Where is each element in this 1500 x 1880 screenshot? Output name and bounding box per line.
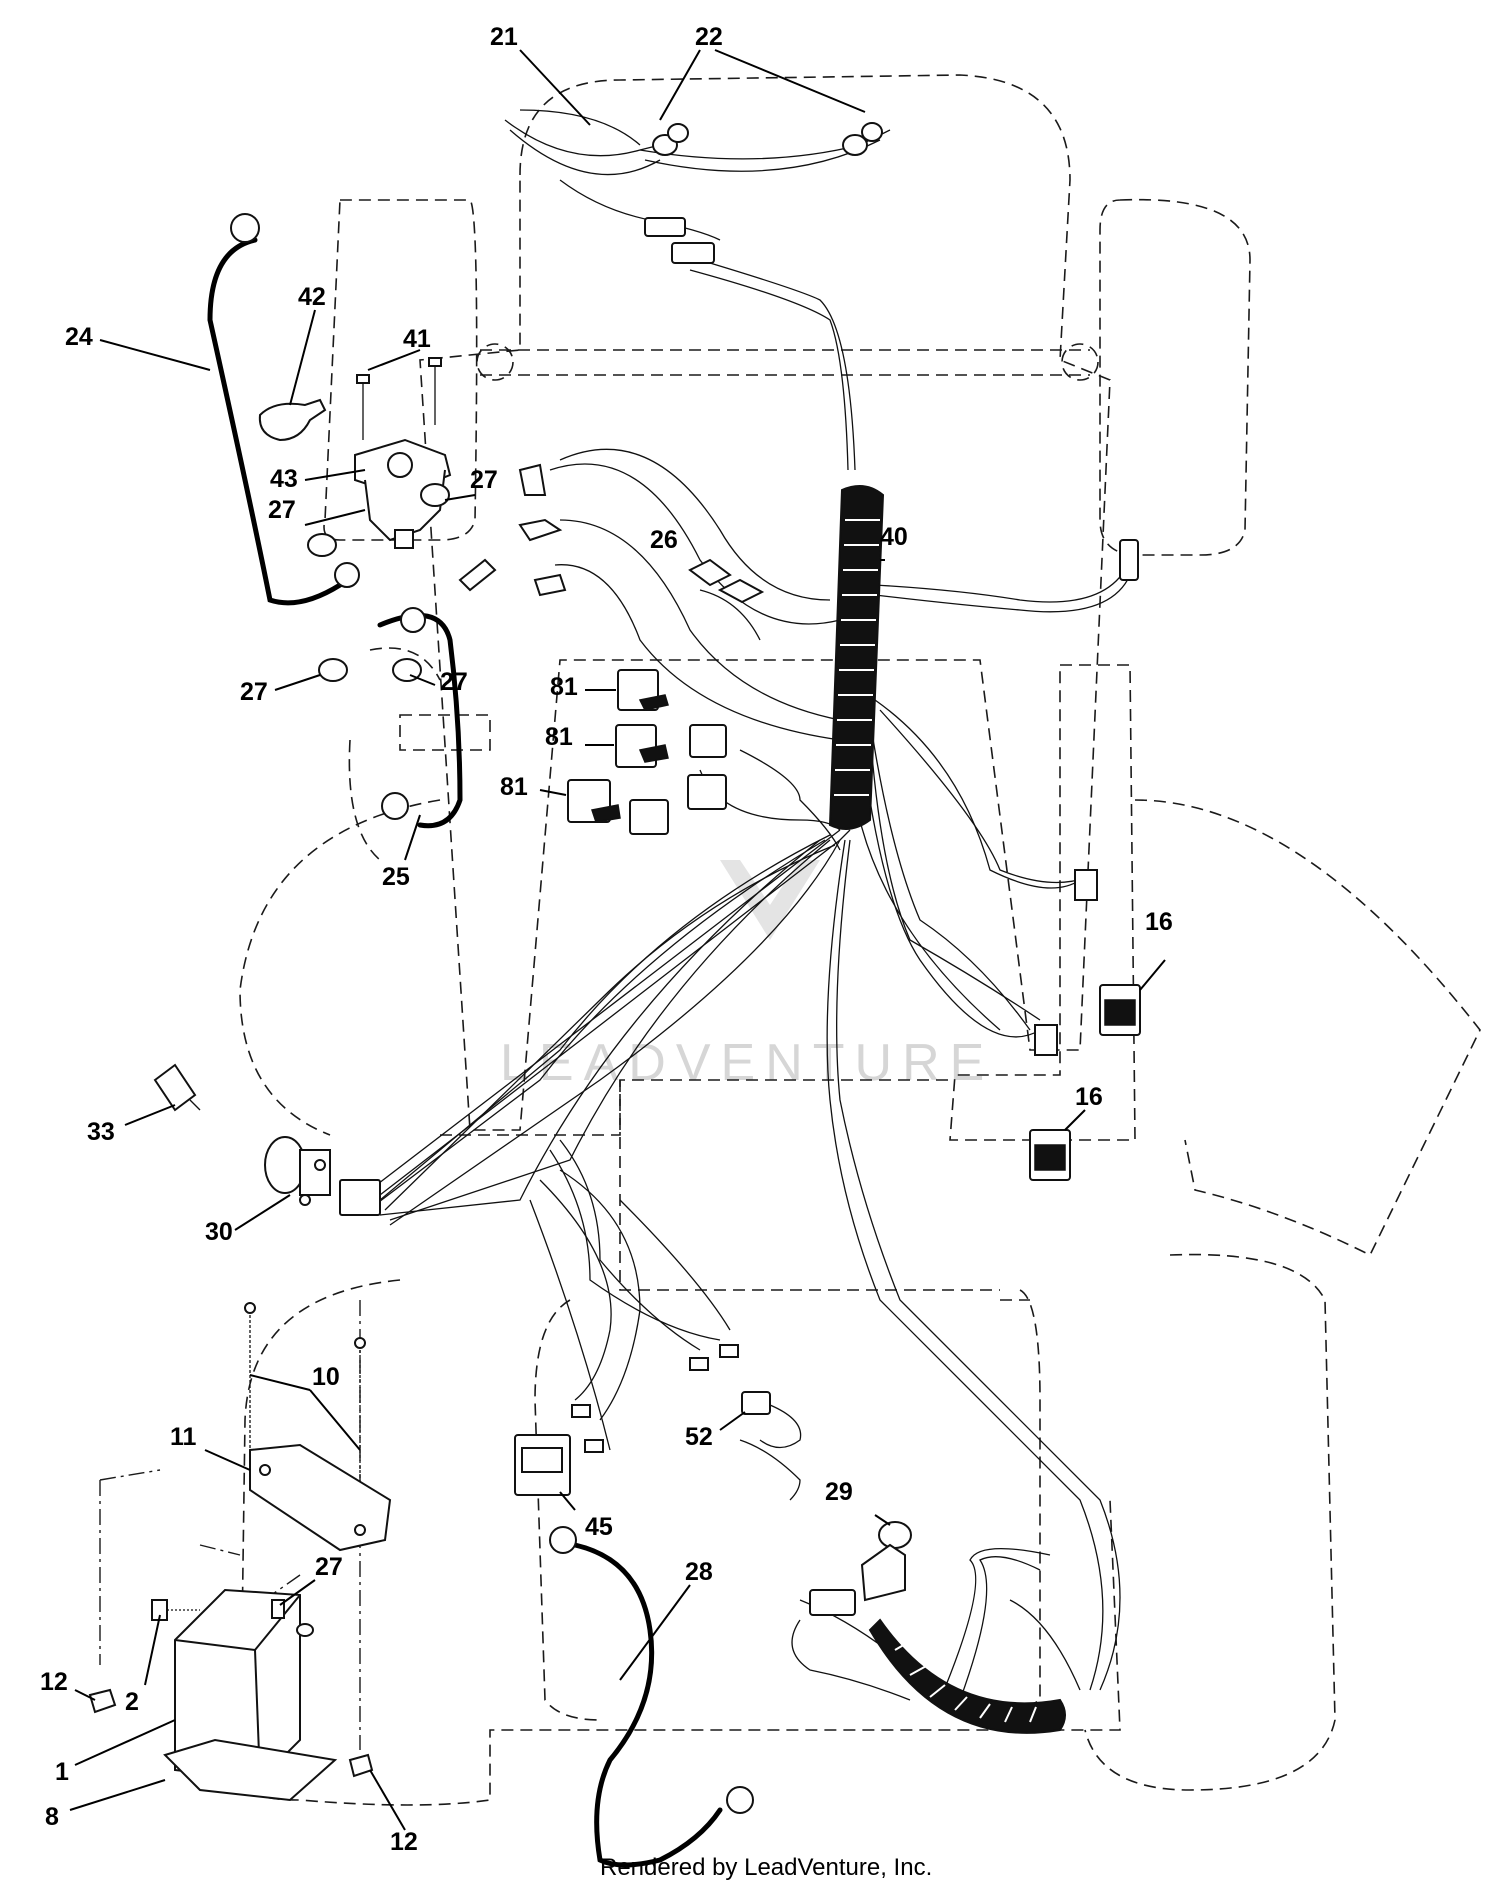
callout-label: 11	[170, 1423, 197, 1451]
battery-cable-24	[207, 213, 360, 606]
terminal-boot-42	[258, 398, 327, 442]
callout-label: 12	[390, 1828, 418, 1856]
callout-label: 8	[45, 1803, 59, 1831]
bolt-41-left	[356, 374, 370, 440]
battery-1	[174, 1588, 314, 1782]
callout-label: 52	[685, 1423, 713, 1451]
callout-label: 42	[298, 283, 326, 311]
main-harness	[369, 448, 1131, 1701]
relay-81-middle	[615, 724, 669, 768]
fuse-52	[741, 1391, 802, 1449]
callout-label: 27	[268, 496, 296, 524]
battery-cable-25	[377, 607, 463, 829]
loose-terminals	[571, 1344, 739, 1453]
watermark: LEADVENTURE	[500, 860, 994, 1092]
callout-label: 24	[65, 323, 93, 351]
clips-12	[88, 1688, 374, 1778]
connector-26	[688, 558, 765, 604]
callout-label: 27	[470, 466, 498, 494]
footer-credit: Rendered by LeadVenture, Inc.	[600, 1854, 932, 1880]
callout-label: 27	[240, 678, 268, 706]
bolt-41-right	[428, 357, 442, 425]
callout-label: 26	[650, 526, 678, 554]
battery-cable-28	[549, 1526, 754, 1868]
wire-conduit-coil-lower	[868, 1618, 1066, 1734]
callout-label: 30	[205, 1218, 233, 1246]
starter-solenoid	[354, 438, 452, 549]
callout-label: 21	[490, 23, 518, 51]
headlight-bulb-left	[652, 123, 689, 156]
callout-label: 40	[880, 523, 908, 551]
callout-label: 28	[685, 1558, 713, 1586]
callout-label: 12	[40, 1668, 68, 1696]
callout-label: 1	[55, 1758, 69, 1786]
relay-sockets	[629, 724, 727, 835]
pto-connector	[809, 1589, 856, 1616]
relay-81-top	[617, 669, 669, 711]
battery-bracket-11	[249, 1443, 392, 1552]
switch-16-upper	[1099, 984, 1141, 1036]
callout-label: 81	[545, 723, 573, 751]
wire-conduit-coil	[828, 485, 885, 830]
seat-switch-connector	[1119, 539, 1139, 581]
callout-label: 16	[1075, 1083, 1103, 1111]
hold-down-rods-10	[244, 1302, 366, 1490]
callout-label: 27	[315, 1553, 343, 1581]
ignition-switch	[264, 1136, 381, 1216]
headlight-harness	[504, 109, 891, 471]
watermark-text: LEADVENTURE	[500, 1034, 994, 1092]
callout-label: 25	[382, 863, 410, 891]
harness-plugs-right	[1034, 869, 1098, 1056]
nuts-27	[307, 483, 450, 682]
battery-tray-8	[163, 1738, 338, 1802]
ignition-key	[153, 1063, 201, 1112]
callout-label: 2	[125, 1688, 139, 1716]
callout-label: 81	[550, 673, 578, 701]
callout-label: 29	[825, 1478, 853, 1506]
tractor-outline	[99, 74, 1481, 1806]
callout-label: 27	[440, 668, 468, 696]
pto-switch	[860, 1521, 912, 1602]
callout-label: 41	[403, 325, 431, 353]
callout-labels: 21 22 24 42 41 43 27 27 27 27 26 40 81 8…	[40, 23, 1173, 1856]
callout-label: 22	[695, 23, 723, 51]
headlight-bulb-right	[842, 122, 883, 156]
callout-label: 10	[312, 1363, 340, 1391]
hour-meter	[514, 1434, 571, 1496]
callout-label: 43	[270, 465, 298, 493]
callout-label: 33	[87, 1118, 115, 1146]
leader-lines	[69, 49, 1166, 1831]
connectors-upper	[458, 463, 567, 597]
callout-label: 16	[1145, 908, 1173, 936]
relay-81-bottom	[567, 779, 621, 823]
callout-label: 81	[500, 773, 528, 801]
switch-16-lower	[1029, 1129, 1071, 1181]
callout-label: 45	[585, 1513, 613, 1541]
